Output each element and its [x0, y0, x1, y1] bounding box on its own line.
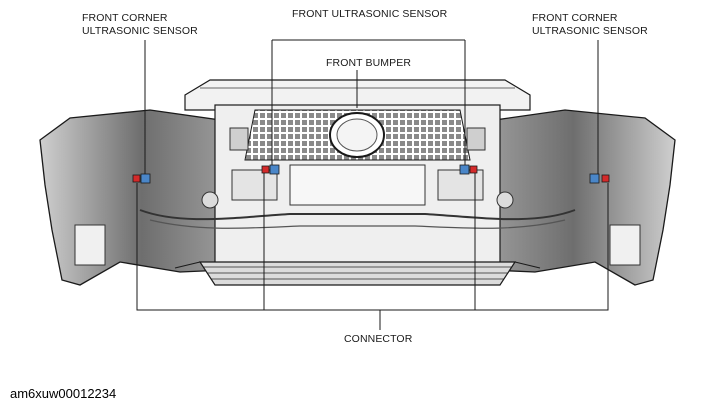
label-connector: CONNECTOR	[344, 333, 413, 345]
connector-front-left	[261, 165, 270, 174]
front-sensor-left	[269, 164, 280, 175]
lower-intake	[198, 261, 517, 286]
connector-front-right	[469, 165, 478, 174]
front-corner-sensor-left	[140, 173, 151, 184]
label-front-corner-sensor-right: FRONT CORNER ULTRASONIC SENSOR	[532, 12, 648, 37]
label-front-bumper: FRONT BUMPER	[326, 57, 412, 69]
label-front-corner-sensor-left: FRONT CORNER ULTRASONIC SENSOR	[82, 12, 198, 37]
wiring-harness	[139, 209, 576, 221]
front-corner-sensor-right	[589, 173, 600, 184]
leader-lines	[136, 39, 609, 330]
front-sensor-right	[459, 164, 470, 175]
figure-id: am6xuw00012234	[10, 386, 117, 401]
label-front-ultrasonic-sensor: FRONT ULTRASONIC SENSOR	[292, 8, 448, 20]
bumper-wing-left	[39, 109, 226, 286]
connector-corner-right	[601, 174, 610, 183]
connector-corner-left	[132, 174, 141, 183]
bumper-wing-right	[489, 109, 676, 286]
